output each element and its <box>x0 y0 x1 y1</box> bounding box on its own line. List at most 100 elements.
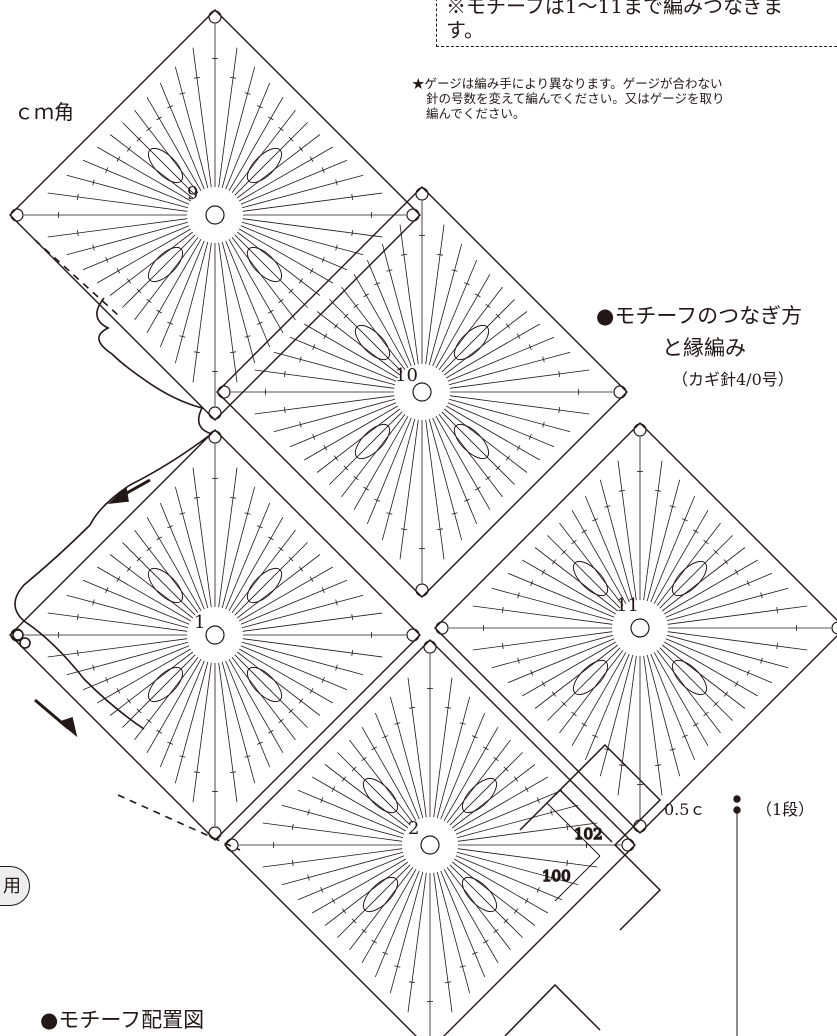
corner-picot <box>209 11 221 23</box>
edging-width: 0.5ｃ <box>664 796 705 820</box>
stitch-bar <box>342 909 346 914</box>
stitch-bar <box>693 530 698 533</box>
stitch-bar <box>268 730 273 733</box>
stitch-line <box>239 147 333 201</box>
stitch-line <box>547 535 620 608</box>
stitch-line <box>147 517 201 611</box>
corner-picot <box>424 641 436 653</box>
stitch-bar <box>582 723 587 726</box>
stitch-bar <box>582 530 587 533</box>
stitch-bar <box>724 560 728 565</box>
stitch-line <box>522 560 616 614</box>
stitch-line <box>446 406 540 460</box>
layout-title: ●モチーフ配置図 <box>40 1004 204 1034</box>
stitch-bar <box>502 643 503 649</box>
stitch-bar <box>268 310 273 313</box>
note-line-2: す。 <box>446 14 484 43</box>
stitch-line <box>147 239 201 333</box>
stitch-bar <box>494 929 499 933</box>
stitch-bar <box>117 688 120 693</box>
stitch-bar <box>194 352 200 353</box>
stitch-bar <box>194 772 200 773</box>
stitch-bar <box>372 747 377 750</box>
stitch-line <box>122 235 195 308</box>
stitch-line <box>664 560 758 614</box>
stitch-bar <box>525 898 528 903</box>
motif-number-2: 2 <box>408 818 419 839</box>
corner-picot <box>634 424 646 436</box>
stitch-line <box>97 147 191 201</box>
stitch-bar <box>310 688 313 693</box>
stitch-line <box>229 659 283 753</box>
stitch-line <box>235 655 308 728</box>
magic-ring <box>421 836 439 854</box>
hook-size: （カギ針4/0号） <box>672 366 794 390</box>
stitch-bar <box>372 940 377 943</box>
stitch-bar <box>147 547 152 551</box>
stitch-line <box>436 416 490 510</box>
stitch-bar <box>352 230 353 236</box>
stitch-bar <box>324 445 327 450</box>
stitch-bar <box>735 570 738 575</box>
stitch-bar <box>352 194 353 200</box>
layout-cell-100: 100 <box>542 867 571 885</box>
stitch-bar <box>310 157 313 162</box>
stitch-line <box>312 859 406 913</box>
stitch-line <box>304 406 398 460</box>
stitch-bar <box>77 614 78 620</box>
edging-chain-lower <box>15 435 210 729</box>
stitch-bar <box>445 707 451 708</box>
stitch-bar <box>354 476 359 480</box>
stitch-bar <box>354 304 359 308</box>
stitch-bar <box>514 909 518 914</box>
stitch-line <box>436 274 490 368</box>
stitch-bar <box>517 445 520 450</box>
motif-1 <box>10 430 420 840</box>
stitch-bar <box>494 757 499 761</box>
stitch-bar <box>364 294 369 297</box>
stitch-line <box>362 727 416 821</box>
stitch-line <box>442 299 515 372</box>
stitch-line <box>454 859 548 913</box>
stitch-bar <box>279 127 284 131</box>
stitch-bar <box>77 650 78 656</box>
corner-picot <box>407 209 419 221</box>
stitch-bar <box>117 577 120 582</box>
magic-ring <box>206 206 224 224</box>
stitch-bar <box>279 299 284 303</box>
magic-ring <box>206 626 224 644</box>
stitch-bar <box>525 787 528 792</box>
stitch-line <box>654 652 708 746</box>
stitch-bar <box>342 777 346 782</box>
stitch-bar <box>567 860 568 866</box>
corner-picot <box>614 386 626 398</box>
stitch-line <box>122 542 195 615</box>
stitch-line <box>362 869 416 963</box>
joining-title-line-2: と縁編み <box>662 332 746 362</box>
stitch-bar <box>332 787 335 792</box>
stitch-bar <box>362 929 367 933</box>
stitch-bar <box>486 476 491 480</box>
stitch-bar <box>194 497 200 498</box>
magic-ring <box>631 619 649 637</box>
stitch-line <box>337 865 410 938</box>
motif-11 <box>435 423 837 833</box>
stitch-line <box>229 97 283 191</box>
stitch-bar <box>517 334 520 339</box>
stitch-bar <box>364 487 369 490</box>
stitch-bar <box>572 540 577 544</box>
stitch-line <box>329 412 402 485</box>
stitch-bar <box>292 824 293 830</box>
motif-9 <box>10 10 420 420</box>
corner-picot <box>11 209 23 221</box>
stitch-bar <box>352 650 353 656</box>
stitch-bar <box>279 547 284 551</box>
corner-picot <box>209 827 221 839</box>
stitch-bar <box>483 747 488 750</box>
stitch-bar <box>157 310 162 313</box>
stitch-bar <box>704 540 709 544</box>
gauge-note-line-3: 編んでください。 <box>412 106 725 121</box>
stitch-line <box>354 416 408 510</box>
stitch-line <box>337 752 410 825</box>
stitch-line <box>572 510 626 604</box>
